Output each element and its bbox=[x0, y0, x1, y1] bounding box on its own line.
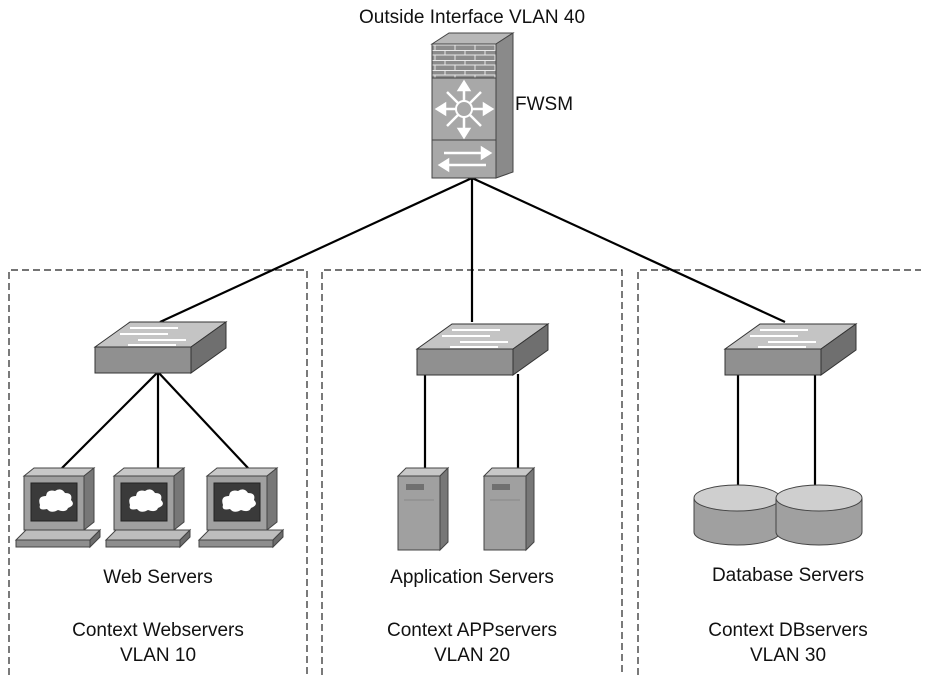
context-box-dbservers bbox=[637, 269, 921, 675]
uplink-web bbox=[159, 177, 473, 323]
web-server-workstations bbox=[14, 466, 285, 549]
fwsm-firewall-icon bbox=[430, 32, 515, 179]
workstation-icon bbox=[104, 466, 192, 549]
uplinks bbox=[159, 177, 786, 323]
context-webservers-label: Context Webservers bbox=[72, 620, 244, 641]
vlan-20-label: VLAN 20 bbox=[433, 645, 511, 666]
downlinks bbox=[61, 371, 817, 495]
database-icon bbox=[693, 484, 781, 546]
application-servers-label: Application Servers bbox=[390, 567, 554, 588]
vlan-10-label: VLAN 10 bbox=[119, 645, 197, 666]
database-icon bbox=[775, 484, 863, 546]
outside-interface-label: Outside Interface VLAN 40 bbox=[358, 7, 586, 28]
workstation-icon bbox=[14, 466, 102, 549]
switch-web-icon bbox=[93, 321, 228, 374]
switch-db-icon bbox=[723, 323, 858, 376]
bidirectional-arrows-icon bbox=[437, 145, 493, 173]
uplink-db bbox=[471, 177, 786, 323]
fwsm-label: FWSM bbox=[515, 94, 574, 115]
multilayer-arrows-icon bbox=[434, 79, 495, 140]
switch-app-icon bbox=[415, 323, 550, 376]
context-dbservers-label: Context DBservers bbox=[708, 620, 868, 641]
application-server-icon bbox=[482, 466, 536, 552]
context-appservers-label: Context APPservers bbox=[386, 620, 558, 641]
vlan-30-label: VLAN 30 bbox=[749, 645, 827, 666]
application-server-icon bbox=[396, 466, 450, 552]
workstation-icon bbox=[197, 466, 285, 549]
database-servers-label: Database Servers bbox=[711, 565, 865, 586]
web-servers-label: Web Servers bbox=[103, 567, 213, 588]
context-box-webservers bbox=[8, 269, 308, 675]
